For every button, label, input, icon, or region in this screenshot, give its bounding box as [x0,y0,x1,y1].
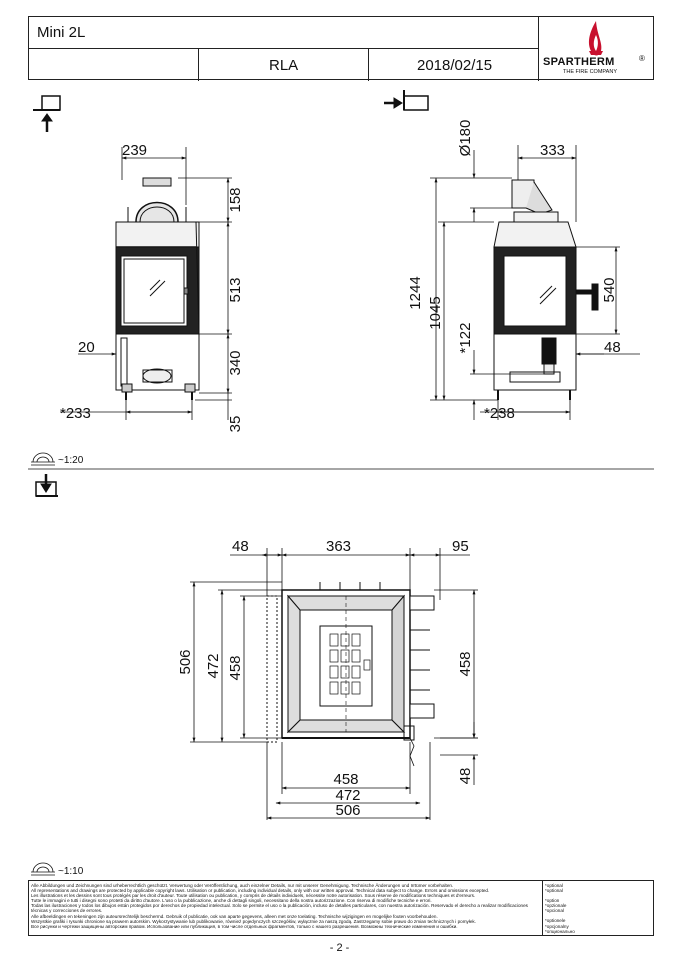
dim-plan-bottom-1: 458 [333,771,358,788]
variant-cell [199,49,369,81]
dim-h-small: *122 [457,323,474,354]
dim-plan-top-mid: 363 [326,538,351,555]
option-label: *optional [545,888,563,894]
dim-h-top: 158 [227,187,244,212]
dim-h-feet: 35 [227,416,244,433]
legal-line: Les illustrations et les dessins sont to… [31,893,476,899]
legal-text: Alle Abbildungen und Zeichnungen sind ur… [31,883,541,929]
dim-h-glass: 513 [227,277,244,302]
side-view [493,179,599,400]
dim-width-bottom: *233 [60,405,91,422]
legal-notice: Alle Abbildungen und Zeichnungen sind ur… [28,880,654,936]
revision-date: 2018/02/15 [417,57,493,74]
dim-h-base: 340 [227,350,244,375]
legal-line: Alle Abbildungen und Zeichnungen sind ur… [31,883,454,888]
dim-width-bottom-side: *238 [484,405,515,422]
option-label: *option [545,898,560,904]
dim-plan-left-outer: 506 [177,649,194,674]
date-cell [369,49,539,81]
plan-view [266,582,435,767]
scale-label-bottom: ~1:10 [58,866,84,877]
brand-name: SPARTHERM [543,56,615,68]
variant-code: RLA [269,57,299,74]
brand-tagline: THE FIRE COMPANY [563,69,617,75]
front-view [115,177,200,400]
dim-h-mid: 1045 [427,296,444,329]
dim-flue: Ø180 [457,120,474,157]
scale-icon [31,452,55,466]
blank-cell [29,49,199,81]
dim-offset-right: 48 [604,339,621,356]
dim-plan-bottom-3: 506 [335,802,360,819]
dim-plan-top-left: 48 [232,538,249,555]
dim-h-right: 540 [601,277,618,302]
legal-options: *optional *optional *option *opzionale *… [542,881,653,935]
model-cell [29,17,539,49]
dim-plan-left-inner: 458 [227,655,244,680]
brand-logo: SPARTHERM ® THE FIRE COMPANY [539,17,653,79]
legal-line: Все рисунки и чертежи защищены авторским… [31,923,458,929]
dim-plan-left-mid: 472 [205,653,222,678]
plan-view-symbol [35,474,58,497]
option-label: *опционально [545,928,575,934]
front-view-symbol [33,95,61,132]
option-label: *optional [545,883,563,888]
legal-line: Wszystkie grafiki i rysunki chronione są… [31,918,476,924]
dim-plan-top-right: 95 [452,538,469,555]
scale-icon [31,862,55,876]
legal-line: Alle afbeeldingen en tekeningen zijn aut… [31,913,438,919]
registered-mark: ® [639,54,645,63]
model-name: Mini 2L [37,24,86,41]
side-view-symbol [384,90,429,111]
legal-line: Todas las ilustraciones y todos los dibu… [31,903,528,914]
dim-plan-bottom-right: 48 [457,768,474,785]
dim-total-h: 1244 [407,276,424,309]
option-label: *opcional [545,908,564,914]
scale-label-top: ~1:20 [58,455,84,466]
front-dimension-lines [60,147,232,420]
dim-width-top: 239 [122,142,147,159]
dim-plan-right: 458 [457,651,474,676]
page-number: - 2 - [329,942,350,954]
option-label: *opcjonalny [545,923,569,929]
dim-plan-bottom-2: 472 [335,787,360,804]
dim-offset: 20 [78,339,95,356]
plan-dimension-lines [190,548,478,820]
flame-icon [588,21,603,56]
dim-depth-top: 333 [540,142,565,159]
title-block: Mini 2L RLA 2018/02/15 SPARTHERM ® THE F… [28,16,654,81]
legal-line: Tutte le immagini e tutti i disegni sono… [31,898,432,904]
side-dimension-lines [430,145,640,420]
legal-line: All representations and drawings are pro… [31,888,490,894]
option-label: *optionele [545,918,566,924]
option-label: *opzionale [545,903,567,909]
